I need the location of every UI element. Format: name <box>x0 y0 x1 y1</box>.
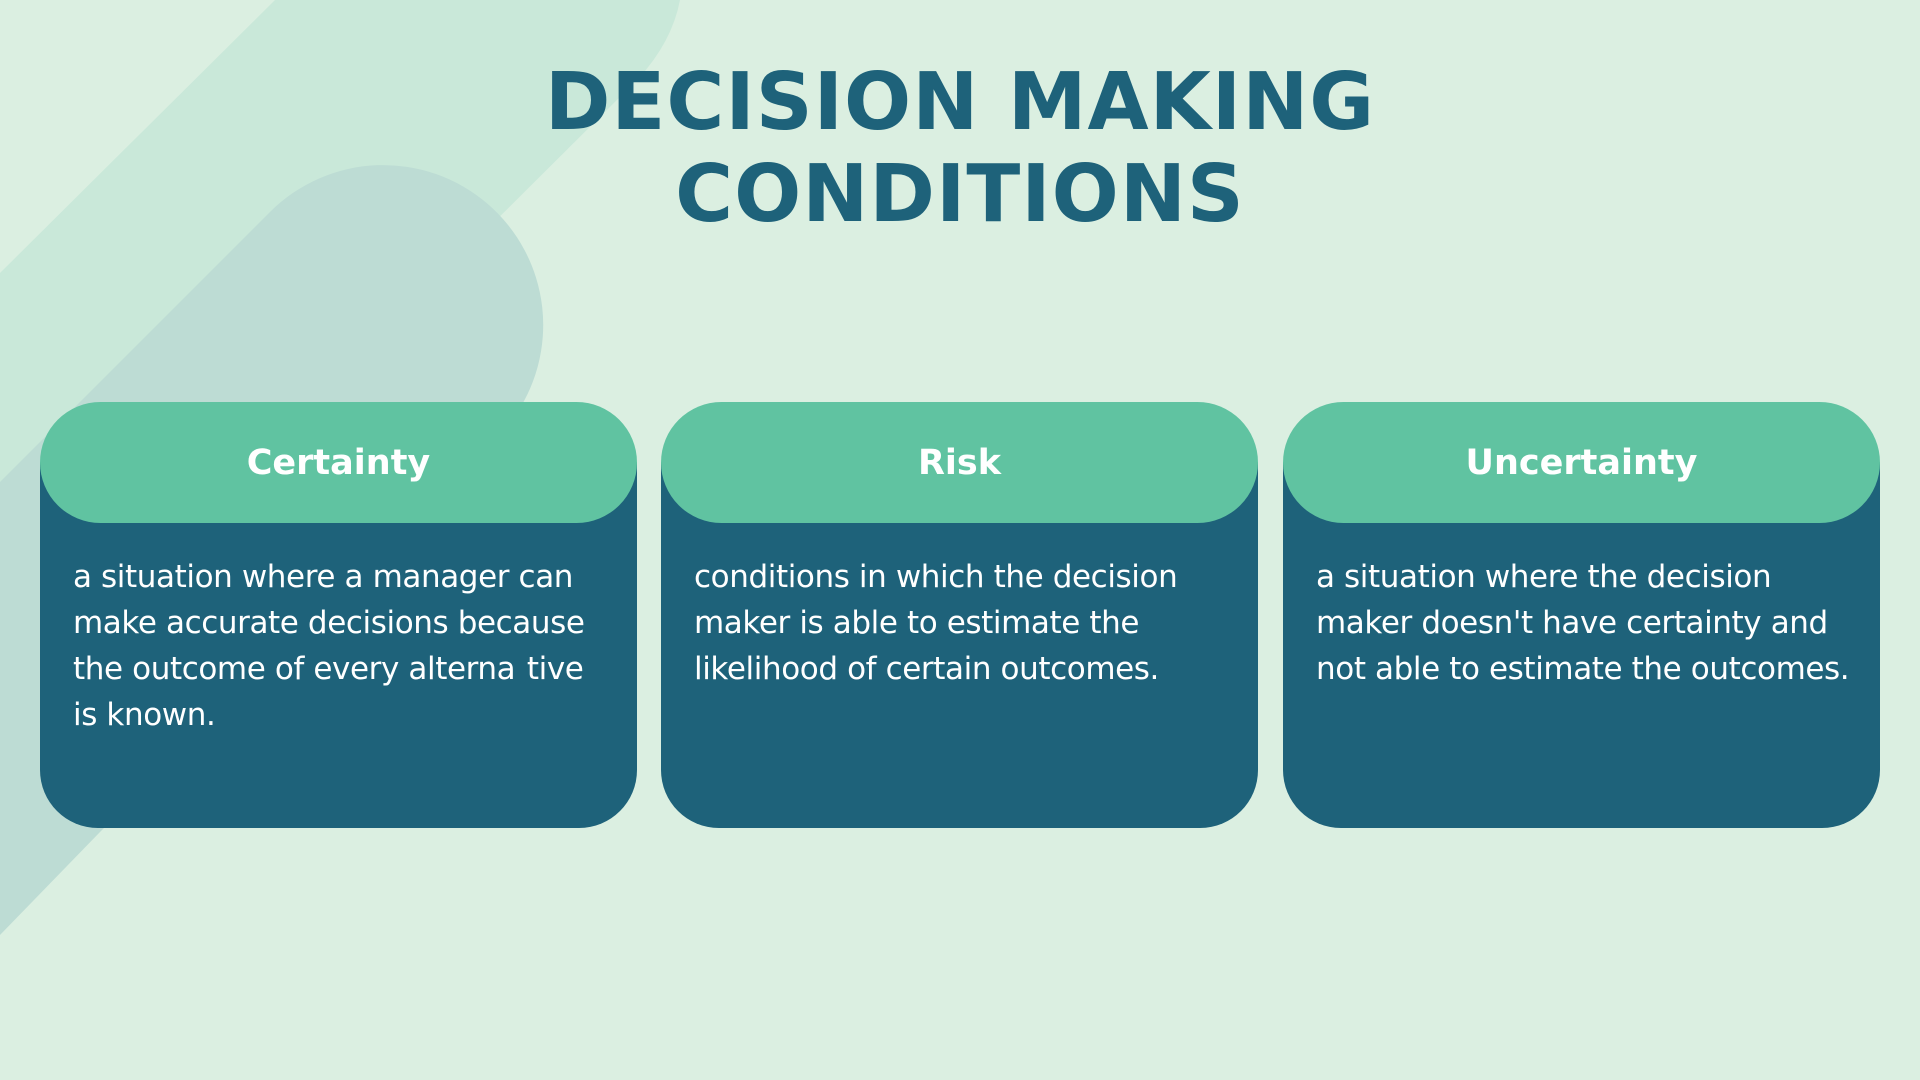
card-header: Uncertainty <box>1283 402 1880 523</box>
card-header: Certainty <box>40 402 637 523</box>
card-header: Risk <box>661 402 1258 523</box>
card-title: Uncertainty <box>1465 442 1698 483</box>
card-body <box>661 462 1258 828</box>
page-title: DECISION MAKING CONDITIONS <box>0 56 1920 240</box>
card-description: a situation where the decision maker doe… <box>1316 559 1850 687</box>
card-body <box>40 462 637 828</box>
page-title-line-1: DECISION MAKING <box>544 56 1376 148</box>
card-description: a situation where a manager can make acc… <box>73 559 585 733</box>
card-risk: Risk conditions in which the decision ma… <box>661 402 1258 828</box>
page-title-line-2: CONDITIONS <box>675 148 1245 240</box>
card-certainty: Certainty a situation where a manager ca… <box>40 402 637 828</box>
card-description: conditions in which the decision maker i… <box>694 559 1178 687</box>
card-body <box>1283 462 1880 828</box>
card-title: Risk <box>917 442 1002 483</box>
card-uncertainty: Uncertainty a situation where the decisi… <box>1283 402 1880 828</box>
card-title: Certainty <box>246 442 431 483</box>
